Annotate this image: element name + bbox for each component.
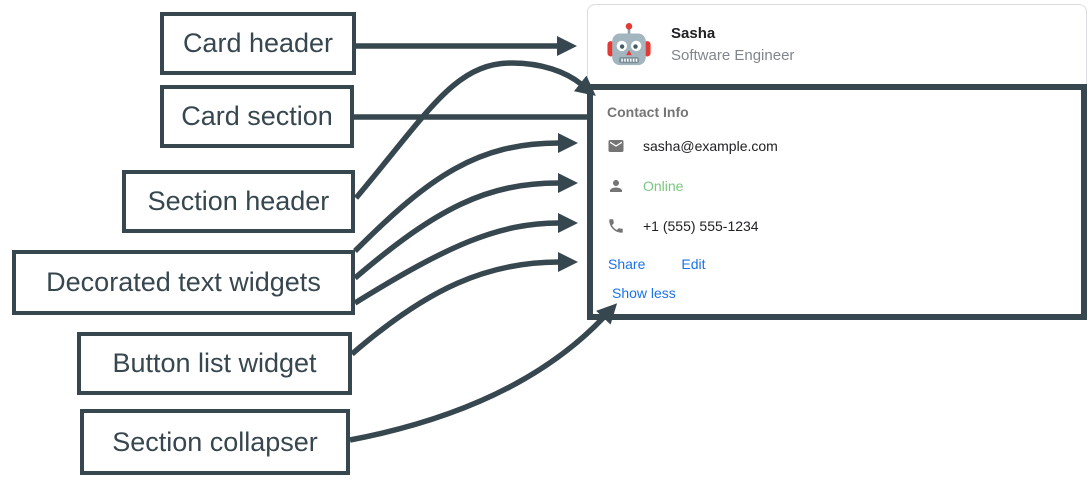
arrow-section-header <box>353 60 596 200</box>
arrow-decorated-email <box>353 133 578 253</box>
contact-card: Sasha Software Engineer Contact Info sas… <box>587 4 1087 320</box>
robot-avatar <box>606 21 652 69</box>
arrow-decorated-online <box>353 173 578 281</box>
decorated-text-widgets: sasha@example.com Online +1 (555) 555-12… <box>607 126 1067 246</box>
annotation-card-header: Card header <box>160 12 356 75</box>
decorated-text-email: sasha@example.com <box>607 126 1067 166</box>
annotation-label: Section collapser <box>112 426 318 457</box>
annotation-card-section: Card section <box>160 85 354 148</box>
arrow-section-collapser <box>349 303 618 443</box>
annotation-label: Card section <box>181 101 333 131</box>
email-text: sasha@example.com <box>643 138 778 154</box>
share-button[interactable]: Share <box>608 256 646 272</box>
edit-button[interactable]: Edit <box>681 256 706 272</box>
mail-icon <box>607 137 625 155</box>
annotation-label: Section header <box>147 186 330 216</box>
annotation-section-header: Section header <box>122 170 355 233</box>
status-text: Online <box>643 178 684 194</box>
decorated-text-status: Online <box>607 166 1067 206</box>
section-header: Contact Info <box>607 104 689 120</box>
phone-icon <box>607 217 625 235</box>
arrow-decorated-phone <box>353 213 578 306</box>
card-subtitle: Software Engineer <box>671 47 795 64</box>
annotation-label: Decorated text widgets <box>46 267 321 297</box>
button-list-widget: Share Edit <box>607 255 1067 273</box>
arrow-button-list <box>350 252 578 357</box>
phone-text: +1 (555) 555-1234 <box>643 218 759 234</box>
card-header-text: Sasha Software Engineer <box>671 25 794 64</box>
card-title: Sasha <box>671 25 716 42</box>
annotation-button-list-widget: Button list widget <box>77 332 352 395</box>
annotation-label: Card header <box>182 28 334 58</box>
annotation-decorated-text-widgets: Decorated text widgets <box>12 250 355 315</box>
section-collapser-button[interactable]: Show less <box>612 285 676 301</box>
card-section: Contact Info sasha@example.com Online +1… <box>587 84 1087 320</box>
card-header: Sasha Software Engineer <box>587 4 1087 84</box>
annotation-section-collapser: Section collapser <box>80 409 350 475</box>
annotation-label: Button list widget <box>112 348 317 378</box>
decorated-text-phone: +1 (555) 555-1234 <box>607 206 1067 246</box>
person-icon <box>607 177 625 195</box>
